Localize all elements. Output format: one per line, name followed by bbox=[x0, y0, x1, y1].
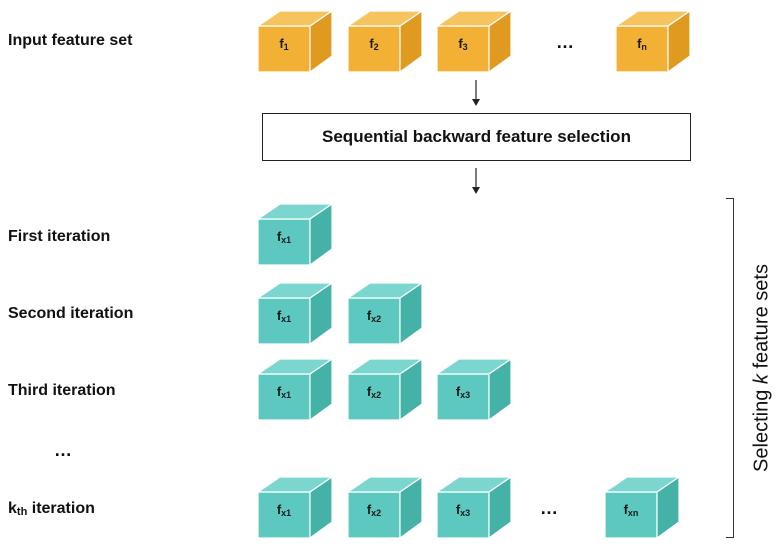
cube-label: fx2 bbox=[366, 502, 382, 518]
cube-faces bbox=[258, 358, 334, 422]
cube-faces bbox=[258, 282, 334, 346]
cube-label: fx1 bbox=[276, 384, 292, 400]
cube-side-face bbox=[309, 476, 333, 540]
row-label-input: Input feature set bbox=[8, 32, 133, 49]
cube-label: fx2 bbox=[366, 384, 382, 400]
kth-ellipsis: … bbox=[540, 498, 559, 518]
iteration-bracket bbox=[726, 198, 734, 538]
cube-side-face bbox=[399, 476, 423, 540]
cube-faces bbox=[258, 476, 334, 540]
cube-icon: f3 bbox=[437, 10, 513, 74]
cube-label: f2 bbox=[369, 36, 379, 52]
cube-faces bbox=[605, 476, 681, 540]
cube-icon: fx3 bbox=[437, 476, 513, 540]
kth-base: k bbox=[8, 500, 17, 517]
cube-side-face bbox=[309, 358, 333, 422]
cube-side-face bbox=[399, 10, 423, 74]
cube-side-face bbox=[309, 203, 333, 267]
cube-faces bbox=[348, 476, 424, 540]
cube-icon: fxn bbox=[605, 476, 681, 540]
row-ellipsis: … bbox=[54, 440, 73, 460]
cube-icon: fx2 bbox=[348, 282, 424, 346]
cube-icon: fx1 bbox=[258, 358, 334, 422]
cube-icon: fn bbox=[616, 10, 692, 74]
cube-label: fxn bbox=[623, 502, 639, 518]
input-ellipsis: … bbox=[556, 32, 575, 52]
cube-side-face bbox=[656, 476, 680, 540]
cube-icon: fx1 bbox=[258, 203, 334, 267]
cube-side-face bbox=[667, 10, 691, 74]
cube-faces bbox=[348, 282, 424, 346]
cube-label: f1 bbox=[279, 36, 289, 52]
row-label-third: Third iteration bbox=[8, 382, 116, 399]
arrow-down-icon bbox=[472, 80, 480, 106]
cube-label: fx2 bbox=[366, 308, 382, 324]
kth-rest: iteration bbox=[27, 500, 95, 517]
cube-faces bbox=[616, 10, 692, 74]
cube-side-face bbox=[309, 282, 333, 346]
selection-box: Sequential backward feature selection bbox=[262, 113, 691, 161]
cube-icon: fx1 bbox=[258, 282, 334, 346]
cube-label: f3 bbox=[458, 36, 468, 52]
kth-sub: th bbox=[16, 506, 28, 518]
row-label-second: Second iteration bbox=[8, 305, 134, 322]
cube-icon: fx2 bbox=[348, 358, 424, 422]
cube-side-face bbox=[488, 10, 512, 74]
cube-icon: f2 bbox=[348, 10, 424, 74]
cube-icon: fx3 bbox=[437, 358, 513, 422]
side-label: Selecting k feature sets bbox=[750, 264, 773, 472]
cube-label: fx1 bbox=[276, 502, 292, 518]
row-label-kth: kth iteration bbox=[8, 500, 95, 518]
cube-icon: fx1 bbox=[258, 476, 334, 540]
cube-faces bbox=[437, 10, 513, 74]
cube-label: fx3 bbox=[455, 384, 471, 400]
cube-faces bbox=[258, 203, 334, 267]
cube-label: fx1 bbox=[276, 229, 292, 245]
cube-side-face bbox=[399, 358, 423, 422]
cube-side-face bbox=[488, 358, 512, 422]
cube-faces bbox=[437, 358, 513, 422]
cube-side-face bbox=[399, 282, 423, 346]
cube-side-face bbox=[488, 476, 512, 540]
cube-faces bbox=[348, 10, 424, 74]
cube-icon: f1 bbox=[258, 10, 334, 74]
cube-label: fx3 bbox=[455, 502, 471, 518]
row-label-first: First iteration bbox=[8, 228, 111, 245]
cube-faces bbox=[348, 358, 424, 422]
cube-label: fn bbox=[637, 36, 647, 52]
cube-faces bbox=[258, 10, 334, 74]
arrow-down-icon bbox=[472, 168, 480, 194]
cube-icon: fx2 bbox=[348, 476, 424, 540]
cube-side-face bbox=[309, 10, 333, 74]
cube-faces bbox=[437, 476, 513, 540]
cube-label: fx1 bbox=[276, 308, 292, 324]
